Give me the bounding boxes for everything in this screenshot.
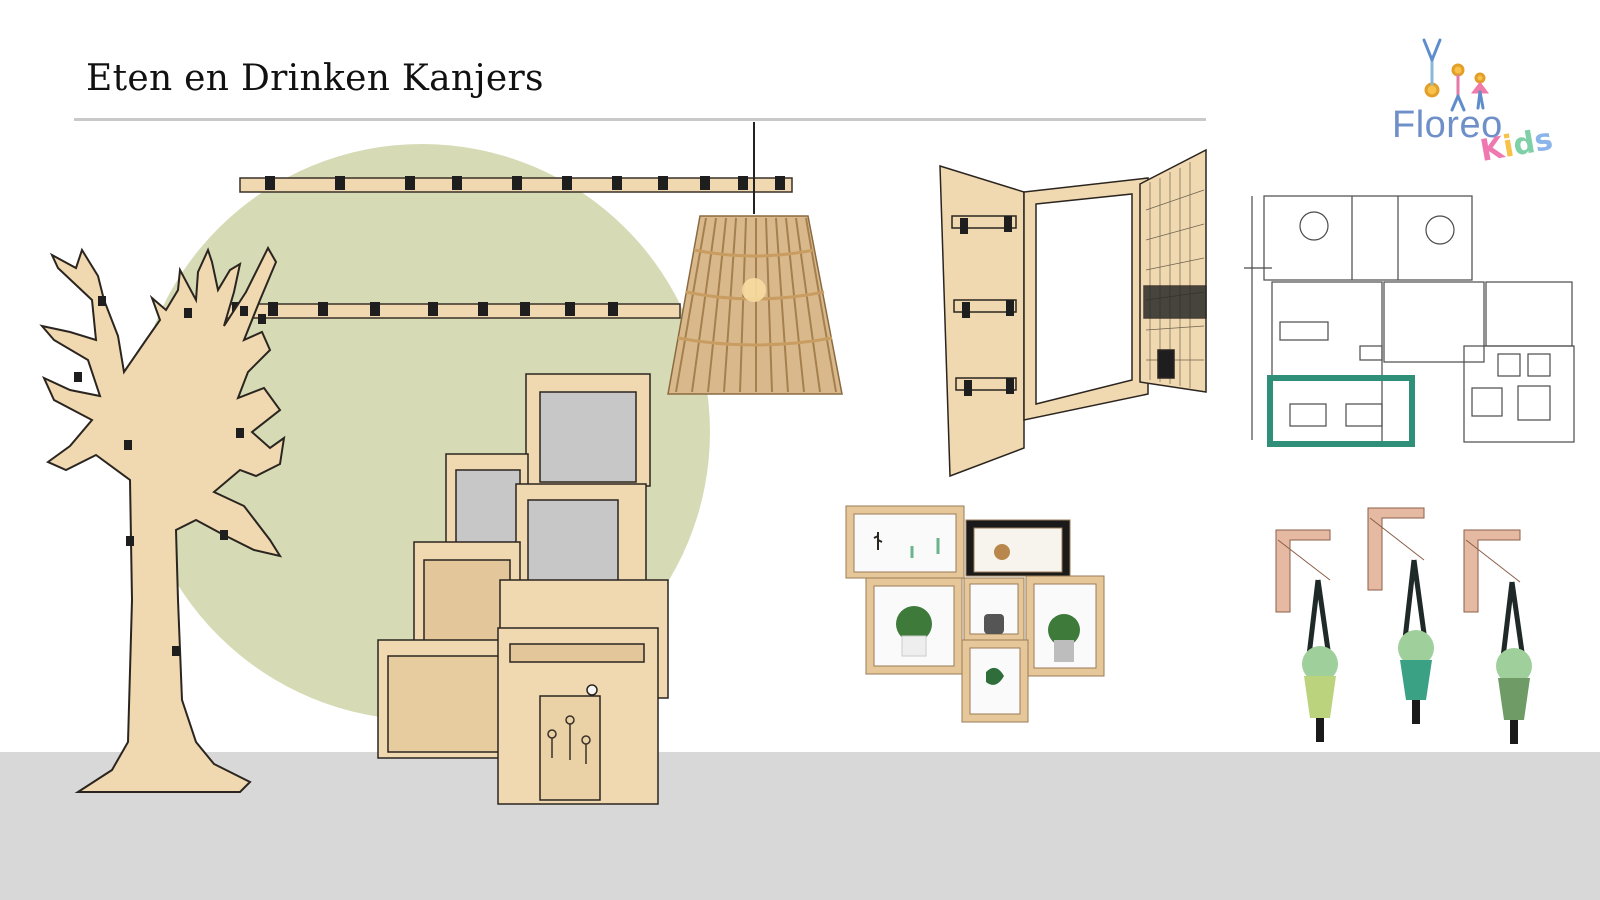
logo-brand-text: Floreo xyxy=(1392,104,1503,146)
wall-mirror-panel xyxy=(939,148,1207,478)
highlighted-room-frame xyxy=(1267,375,1415,447)
hanging-plant-2 xyxy=(1367,507,1434,724)
rattan-pendant-lamp xyxy=(667,122,843,395)
clip-rail xyxy=(209,176,793,319)
rail-clips xyxy=(232,176,785,316)
shadow-box-shelves xyxy=(845,505,1105,723)
cabinet-door-figures-icon xyxy=(547,715,591,764)
page-title: Eten en Drinken Kanjers xyxy=(86,58,544,99)
title-divider xyxy=(74,118,1206,121)
stacked-cabinet xyxy=(377,373,669,805)
hanging-plant-3 xyxy=(1463,529,1532,744)
hanging-plant-1 xyxy=(1275,529,1338,742)
floor-plan xyxy=(1244,195,1575,447)
floor-band xyxy=(0,752,1600,900)
hanging-plants xyxy=(1275,507,1532,744)
tree-coat-rack xyxy=(39,245,286,793)
